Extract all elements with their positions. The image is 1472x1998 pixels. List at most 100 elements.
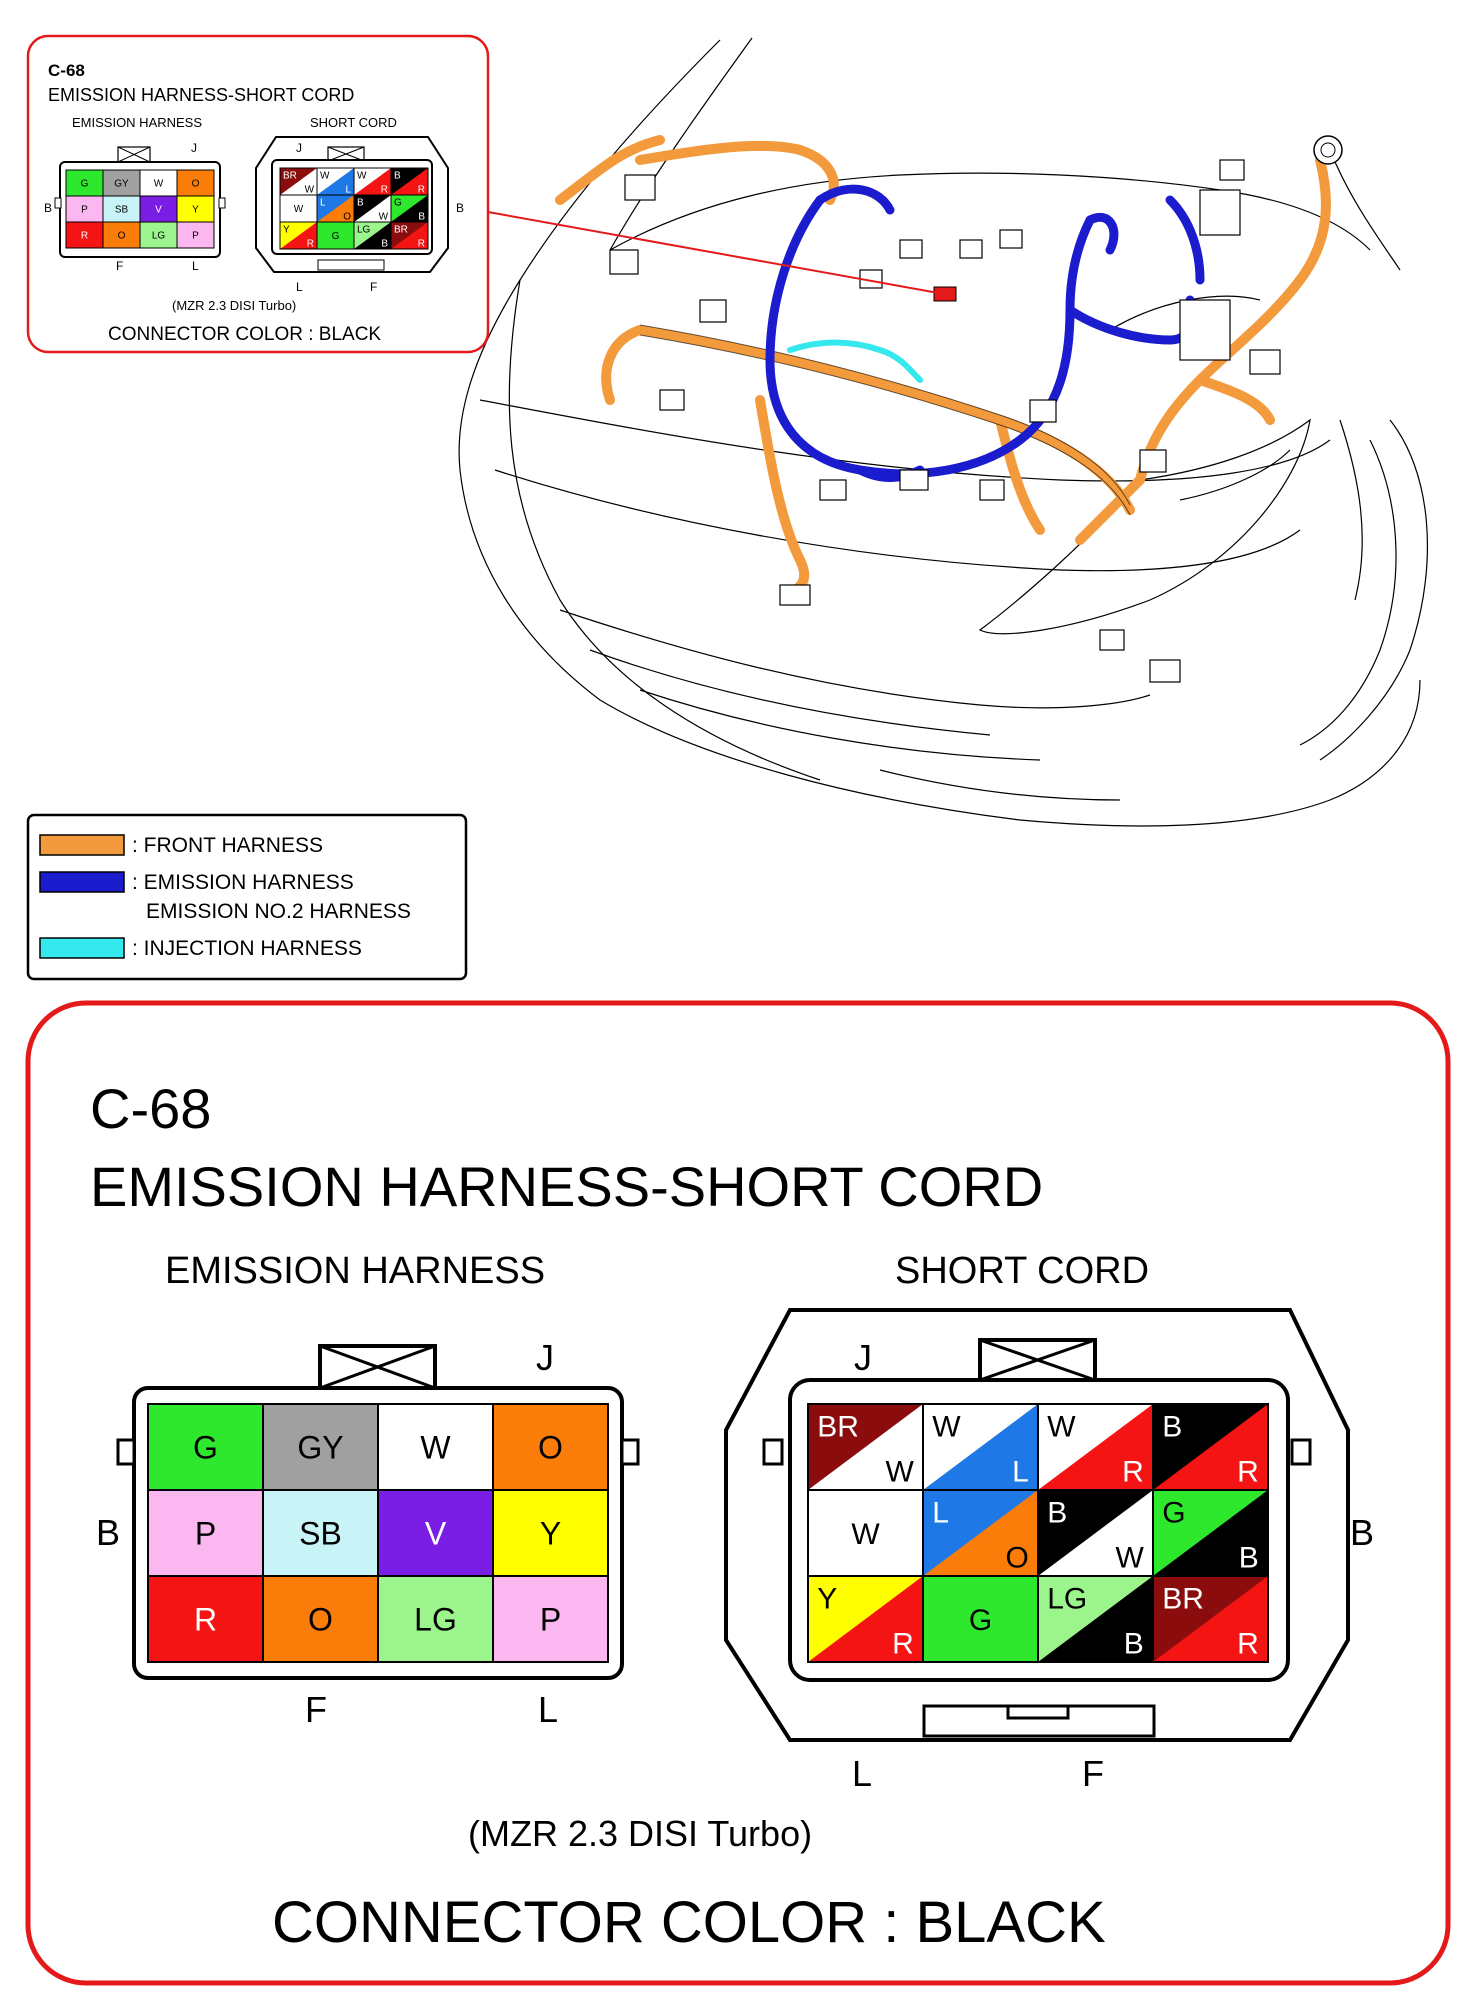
small-emission-pin-r3c3-cell <box>139 221 178 249</box>
detail-title: EMISSION HARNESS-SHORT CORD <box>90 1155 1043 1218</box>
shortcord-pin-r3c3-primary-half <box>1038 1576 1153 1662</box>
grommet-icon <box>1313 135 1343 165</box>
shortcord-pin-r2c2-code2: O <box>1005 1541 1028 1574</box>
small-shortcord-pin-r1c3-code2: R <box>381 184 388 195</box>
small-shortcord-label-f: F <box>370 280 377 294</box>
small-emission-pin-r2c1-code: P <box>81 205 88 216</box>
small-callout: C-68 EMISSION HARNESS-SHORT CORD EMISSIO… <box>26 34 490 354</box>
emission-pin-r3c2-code: O <box>308 1602 333 1638</box>
emission-pin-r3c1-cell <box>147 1575 264 1663</box>
small-shortcord-pin-r3c1-primary-half <box>280 222 317 249</box>
shortcord-pin-r1c4-code2: R <box>1237 1455 1259 1488</box>
legend-label-emission-harness: : EMISSION HARNESS <box>132 871 354 894</box>
shortcord-pin-r2c2-code: L <box>932 1497 949 1530</box>
small-shortcord-pin-r3c2-cell <box>316 221 355 250</box>
legend-label-emission-no2-harness: EMISSION NO.2 HARNESS <box>146 900 411 923</box>
small-emission-pin-r1c2-cell <box>102 169 141 197</box>
emission-pin-r2c3-code: V <box>425 1516 447 1552</box>
emission-pin-label-b: B <box>96 1512 120 1553</box>
shortcord-bottom-key-notch <box>1006 1704 1070 1720</box>
emission-pin-r3c4-code: P <box>540 1602 561 1638</box>
small-emission-pin-r3c4-cell <box>176 221 215 249</box>
small-shortcord-pin-r1c4-code2: R <box>418 184 425 195</box>
small-shortcord-pin-r3c1-code: Y <box>283 224 290 235</box>
shortcord-pin-r2c2-primary-half <box>923 1490 1038 1576</box>
small-shortcord-bottom-key <box>317 259 385 271</box>
small-lock-x2 <box>117 146 151 163</box>
emission-side-tab-right <box>620 1438 640 1466</box>
shortcord-pin-r3c4-code: BR <box>1162 1583 1204 1616</box>
small-emission-label-f: F <box>116 259 123 273</box>
small-shortcord-pin-r1c4-code: B <box>394 170 401 181</box>
shortcord-pin-r1c2-code: W <box>932 1411 961 1444</box>
emission-harness-label: EMISSION HARNESS <box>165 1250 545 1292</box>
legend-frame <box>26 813 468 981</box>
small-shortcord-pin-r1c2-primary-half <box>317 168 354 195</box>
emission-pin-r1c1-code: G <box>193 1430 218 1466</box>
small-right-label: SHORT CORD <box>310 115 397 130</box>
shortcord-pin-r1c1-primary-half <box>808 1404 923 1490</box>
small-callout-title: EMISSION HARNESS-SHORT CORD <box>48 85 354 105</box>
small-shortcord-pin-r2c2-primary-half <box>317 195 354 222</box>
emission-pin-label-j: J <box>536 1337 554 1378</box>
small-emission-pin-r1c2-code: GY <box>114 179 129 190</box>
shortcord-pin-label-b: B <box>1350 1512 1374 1553</box>
small-shortcord-pin-r1c3-primary-half <box>354 168 391 195</box>
small-shortcord-pin-r2c4-code2: B <box>418 211 425 222</box>
small-shortcord-pin-r1c1-primary-half <box>280 168 317 195</box>
small-emission-pin-r1c3-cell <box>139 169 178 197</box>
shortcord-pin-r1c2-code2: L <box>1012 1455 1029 1488</box>
c68-location-marker <box>933 286 957 302</box>
small-shortcord-pin-r1c2-code: W <box>320 170 330 181</box>
small-shortcord-pin-r2c3-code2: W <box>379 211 389 222</box>
shortcord-pin-r3c1-primary-half <box>808 1576 923 1662</box>
harness-legend: : FRONT HARNESS : EMISSION HARNESS EMISS… <box>26 813 468 981</box>
shortcord-pin-r3c1-code2: R <box>892 1627 914 1660</box>
shortcord-pin-r3c2-cell <box>922 1575 1039 1663</box>
shortcord-pin-r2c3-primary-half <box>1038 1490 1153 1576</box>
small-emission-pin-r1c1-cell <box>65 169 104 197</box>
shortcord-pin-r3c4-code2: R <box>1237 1627 1259 1660</box>
detail-callout: C-68 EMISSION HARNESS-SHORT CORD EMISSIO… <box>25 1000 1451 1986</box>
front-harness-wires <box>555 135 1331 595</box>
small-shortcord-pin-r1c1-code2: W <box>305 184 315 195</box>
shortcord-pin-r1c3-code2: R <box>1122 1455 1144 1488</box>
small-emission-pin-r3c1-code: R <box>81 231 88 242</box>
shortcord-side-tab-right <box>1290 1438 1312 1466</box>
small-shortcord-pin-r3c1-code2: R <box>307 238 314 249</box>
small-shortcord-pin-r3c4-code2: R <box>418 238 425 249</box>
shortcord-pin-r2c3-code2: W <box>1115 1541 1144 1574</box>
emission-pin-r2c2-code: SB <box>299 1516 342 1552</box>
small-shortcord-pin-r2c3-primary-half <box>354 195 391 222</box>
shortcord-pin-r3c4-primary-half <box>1153 1576 1268 1662</box>
small-shortcord-pin-r2c4-primary-half <box>391 195 428 222</box>
small-shortcord-pin-r1c1-code: BR <box>283 170 297 181</box>
emission-lock-x2 <box>319 1344 436 1390</box>
shortcord-pin-r2c1-cell <box>807 1489 924 1577</box>
emission-harness-wires <box>765 184 1205 482</box>
small-emission-label-l: L <box>192 259 199 273</box>
small-shortcord-pin-r3c3-code: LG <box>357 224 371 235</box>
emission-pin-r2c4-cell <box>492 1489 609 1577</box>
shortcord-pin-label-j: J <box>854 1337 872 1378</box>
small-shortcord-label-j: J <box>296 141 302 155</box>
engine-bay-illustration <box>458 37 1429 827</box>
small-emission-pin-r2c4-code: Y <box>192 205 199 216</box>
shortcord-pin-r1c1-code2: W <box>885 1455 914 1488</box>
emission-pin-r1c4-code: O <box>538 1430 563 1466</box>
grommet-inner <box>1320 142 1336 158</box>
shortcord-pin-r3c3-code2: B <box>1124 1627 1144 1660</box>
emission-pin-r2c1-code: P <box>195 1516 216 1552</box>
small-emission-pin-r2c1-cell <box>65 195 104 223</box>
small-emission-pin-r1c1-code: G <box>81 179 89 190</box>
emission-pin-r3c2-cell <box>262 1575 379 1663</box>
small-left-label: EMISSION HARNESS <box>72 115 202 130</box>
small-shortcord-pin-r1c2-code2: L <box>345 184 351 195</box>
shortcord-pin-r1c4-primary-half <box>1153 1404 1268 1490</box>
